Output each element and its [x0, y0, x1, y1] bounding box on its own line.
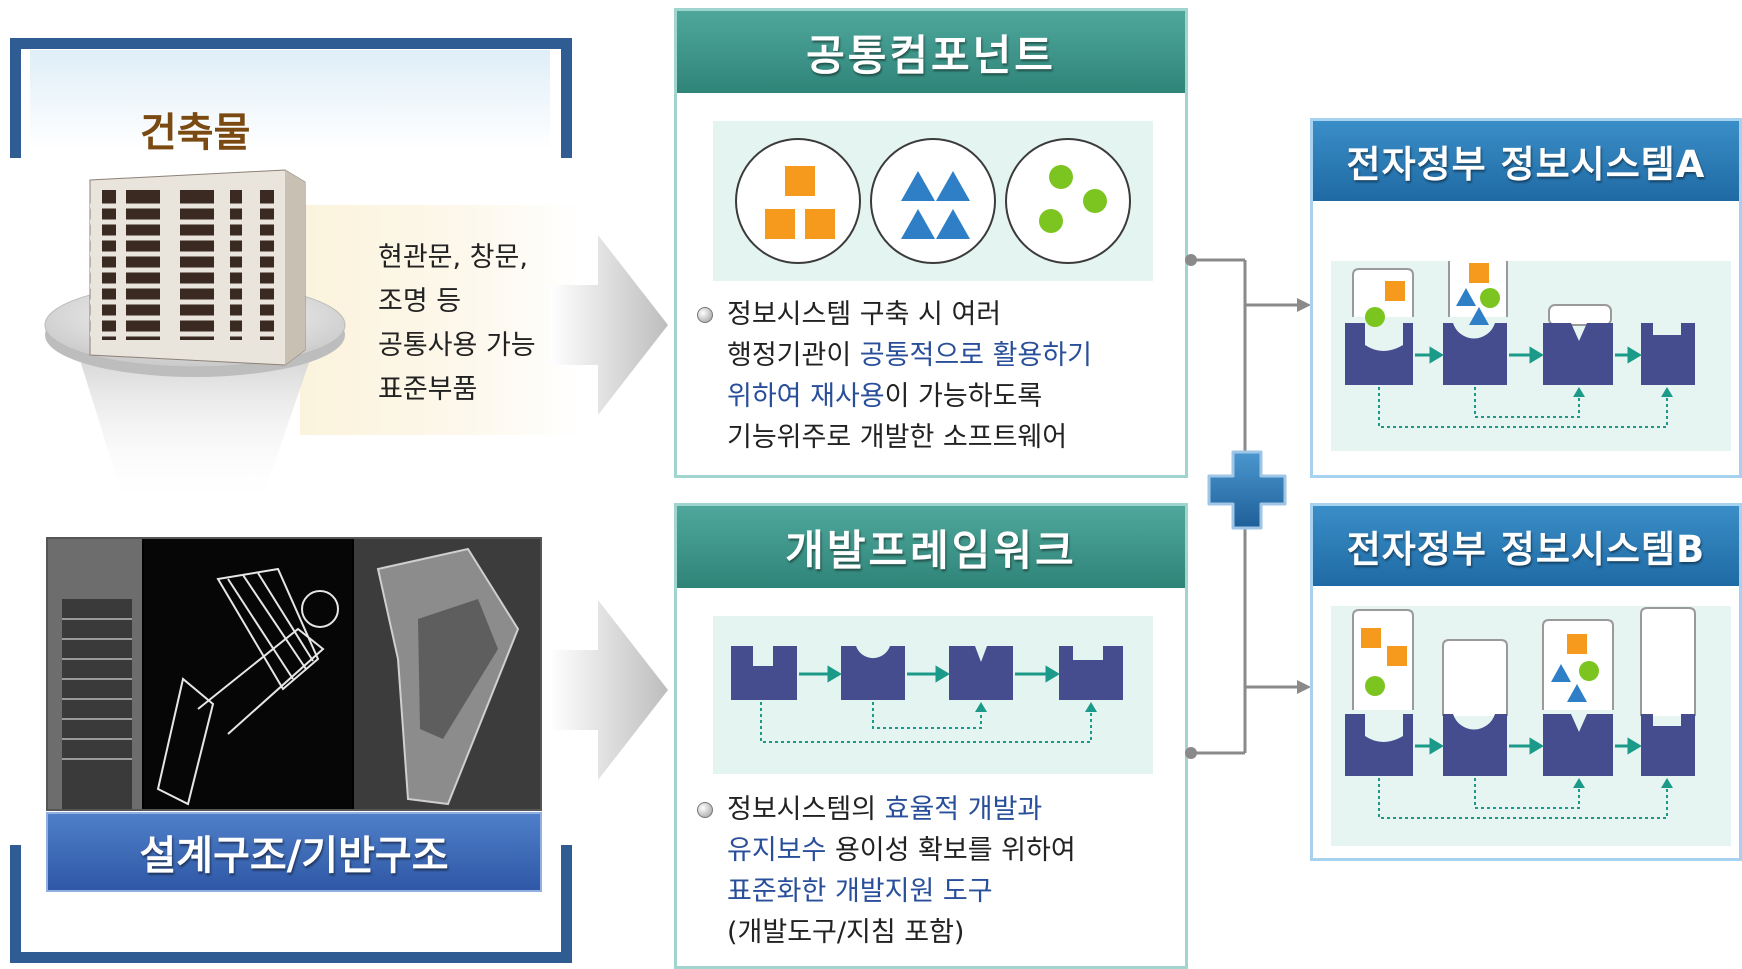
desc-line: 정보시스템 구축 시 여러	[727, 299, 1002, 330]
dev-framework-title: 개발프레임워크	[677, 506, 1185, 588]
components-icons-area	[713, 121, 1153, 281]
desc-line: 기능위주로 개발한 소프트웨어	[727, 422, 1068, 453]
desc-text: 이 가능하도록	[884, 381, 1043, 412]
desc-line: 유지보수 용이성 확보를 위하여	[727, 830, 1187, 871]
plus-icon	[1207, 450, 1287, 530]
common-components-description: 정보시스템 구축 시 여러 행정기관이 공통적으로 활용하기 위하여 재사용이 …	[727, 294, 1187, 458]
system-a-diagram-area	[1331, 256, 1731, 451]
desc-highlight: 공통적으로 활용하기	[859, 340, 1092, 371]
desc-text: 행정기관이	[727, 340, 860, 371]
arrow-to-framework	[550, 600, 668, 780]
dev-framework-panel: 개발프레임워크 정보시스템의 효율적 개발과 유	[674, 503, 1188, 969]
desc-text: 정보시스템의	[727, 794, 885, 825]
system-a-diagram	[1345, 256, 1695, 428]
building-title: 건축물	[140, 110, 251, 156]
structure-photos	[46, 537, 542, 811]
desc-highlight: 위하여 재사용	[727, 381, 885, 412]
infrastructure-label: 설계구조/기반구조	[46, 812, 542, 892]
desc-line: 정보시스템의 효율적 개발과	[727, 789, 1187, 830]
system-a-title: 전자정부 정보시스템A	[1313, 121, 1739, 201]
desc-line: 행정기관이 공통적으로 활용하기	[727, 335, 1187, 376]
desc-highlight: 유지보수	[727, 835, 827, 866]
desc-highlight: 효율적 개발과	[884, 794, 1043, 825]
bottom-bracket-frame	[10, 845, 572, 963]
building-description: 현관문, 창문, 조명 등 공통사용 가능 표준부품	[378, 242, 536, 405]
bullet-icon	[697, 802, 713, 818]
common-components-title: 공통컴포넌트	[677, 11, 1185, 93]
arrow-to-components	[550, 235, 668, 415]
system-b-title: 전자정부 정보시스템B	[1313, 506, 1739, 586]
system-b-panel: 전자정부 정보시스템B	[1310, 503, 1742, 861]
desc-line: 표준화한 개발지원 도구	[727, 876, 993, 907]
desc-line: (개발도구/지침 포함)	[727, 917, 965, 948]
system-a-panel: 전자정부 정보시스템A	[1310, 118, 1742, 478]
desc-line: 위하여 재사용이 가능하도록	[727, 376, 1187, 417]
framework-flow-diagram	[731, 646, 1123, 743]
description-highlight	[300, 205, 580, 435]
common-components-panel: 공통컴포넌트 정보시스템 구축 시 여러 행정기관이 공통적으로 활용하기 위하…	[674, 8, 1188, 478]
building-illustration	[44, 169, 346, 505]
desc-text: 용이성 확보를 위하여	[826, 835, 1076, 866]
structure-photo-strip	[48, 539, 540, 809]
bullet-icon	[697, 307, 713, 323]
framework-diagram-area	[713, 616, 1153, 774]
dev-framework-description: 정보시스템의 효율적 개발과 유지보수 용이성 확보를 위하여 표준화한 개발지…	[727, 789, 1187, 953]
sky-background	[30, 50, 550, 150]
system-b-diagram-area	[1331, 606, 1731, 846]
system-b-diagram	[1345, 607, 1696, 819]
component-shape-icons	[735, 138, 1131, 264]
